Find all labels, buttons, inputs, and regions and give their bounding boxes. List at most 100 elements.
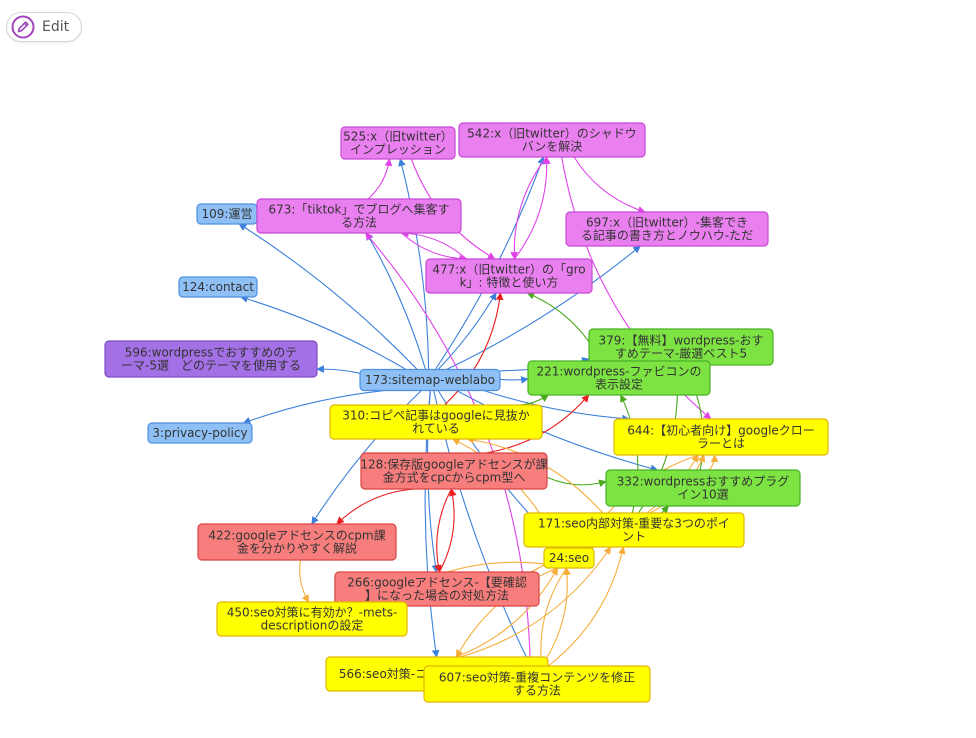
edge-542-697 <box>573 156 646 214</box>
node-box <box>605 469 801 507</box>
pencil-circle-icon <box>11 15 35 39</box>
edge-173-697 <box>446 245 641 370</box>
node-box <box>523 512 745 548</box>
node-label: 金を分かりやすく解説 <box>237 541 357 556</box>
node-label: 109:運営 <box>202 207 253 221</box>
node-label: descriptionの設定 <box>261 618 364 633</box>
node-label: 644:【初心者向け】googleクロー <box>627 423 815 438</box>
node-label: 332:wordpressおすすめプラグ <box>617 475 790 489</box>
edge-266-128 <box>438 488 457 573</box>
node-label: 】になった場合の対処方法 <box>365 588 509 603</box>
node-label: 477:x（旧twitter）の「gro <box>432 263 585 277</box>
node-label: 542:x（旧twitter）のシャドウ <box>467 127 637 141</box>
edge-173-596 <box>316 365 361 374</box>
node-label: 596:wordpressでおすすめのテ <box>125 346 298 360</box>
edge-566-171 <box>460 546 612 658</box>
edge-422-450 <box>299 559 310 603</box>
node-266[interactable]: 266:googleアドセンス-【要確認】になった場合の対処方法 <box>334 571 540 607</box>
edge-173-3 <box>242 389 385 425</box>
node-label: 171:seo内部対策-重要な3つのポイ <box>538 516 730 531</box>
node-box <box>458 122 646 158</box>
node-label: 310:コピペ記事はgoogleに見抜か <box>342 408 530 423</box>
node-label: れている <box>412 422 460 436</box>
node-label: 450:seo対策に有効か？-mets- <box>227 605 398 620</box>
node-box <box>147 422 253 444</box>
node-box <box>565 211 769 247</box>
node-box <box>423 665 651 703</box>
node-box <box>329 404 543 440</box>
edge-173-477 <box>437 292 497 370</box>
node-109[interactable]: 109:運営 <box>196 203 258 225</box>
node-box <box>543 547 595 569</box>
node-label: ーマ-5選 どのテーマを使用する <box>121 358 301 373</box>
node-label: ント <box>622 530 646 544</box>
node-label: 金方式をcpcからcpm型へ <box>383 470 526 485</box>
edge-173-332 <box>456 390 659 472</box>
node-layer: 525:x（旧twitter）インプレッション542:x（旧twitter）のシ… <box>104 122 829 703</box>
node-label: イン10選 <box>677 488 728 502</box>
node-label: 24:seo <box>549 551 589 565</box>
node-label: バンを解決 <box>522 140 583 154</box>
node-label: 3:privacy-policy <box>152 426 247 440</box>
edge-542-477 <box>510 156 548 260</box>
node-label: ラーとは <box>697 437 745 451</box>
node-173[interactable]: 173:sitemap-weblabo <box>359 368 501 392</box>
node-label: 124:contact <box>182 280 254 294</box>
node-3[interactable]: 3:privacy-policy <box>147 422 253 444</box>
node-box <box>613 418 829 456</box>
edge-173-525 <box>398 158 430 370</box>
node-124[interactable]: 124:contact <box>178 276 258 298</box>
edge-173-644 <box>483 389 630 423</box>
node-label: 607:seo対策-重複コンテンツを修正 <box>439 670 635 685</box>
edge-24-607 <box>537 567 567 667</box>
node-label: 128:保存版googleアドセンスが課 <box>360 457 547 472</box>
edge-173-221 <box>499 376 529 384</box>
edge-673-477 <box>401 232 468 263</box>
edge-607-171 <box>547 546 626 667</box>
node-label: 173:sitemap-weblabo <box>365 373 495 387</box>
node-box <box>340 126 456 160</box>
node-24[interactable]: 24:seo <box>543 547 595 569</box>
node-label: 422:googleアドセンスのcpm課 <box>208 528 385 543</box>
node-box <box>527 360 711 396</box>
node-label: すめテーマ-厳選ベスト5 <box>615 347 747 361</box>
edge-128-266 <box>434 488 452 573</box>
edit-label: Edit <box>42 19 70 35</box>
edge-477-673 <box>400 229 467 260</box>
node-label: 525:x（旧twitter） <box>343 130 453 144</box>
node-box <box>216 601 408 637</box>
node-label: る方法 <box>341 215 377 230</box>
edge-310-477 <box>444 292 504 406</box>
node-box <box>256 198 462 234</box>
node-450[interactable]: 450:seo対策に有効か？-mets-descriptionの設定 <box>216 601 408 637</box>
node-label: 表示設定 <box>595 377 643 392</box>
node-label: インプレッション <box>350 143 446 157</box>
node-label: 379:【無料】wordpress-おす <box>599 333 764 348</box>
node-label: k」: 特徴と使い方 <box>460 275 559 290</box>
node-box <box>104 340 318 378</box>
edge-310-221 <box>506 394 549 406</box>
edge-128-422 <box>336 488 415 525</box>
node-525[interactable]: 525:x（旧twitter）インプレッション <box>340 126 456 160</box>
edge-607-24 <box>541 567 572 667</box>
node-box <box>197 523 397 561</box>
node-label: 221:wordpress-ファビコンの <box>537 365 702 379</box>
edit-button[interactable]: Edit <box>6 12 83 42</box>
edge-566-24 <box>456 567 559 658</box>
node-box <box>178 276 258 298</box>
